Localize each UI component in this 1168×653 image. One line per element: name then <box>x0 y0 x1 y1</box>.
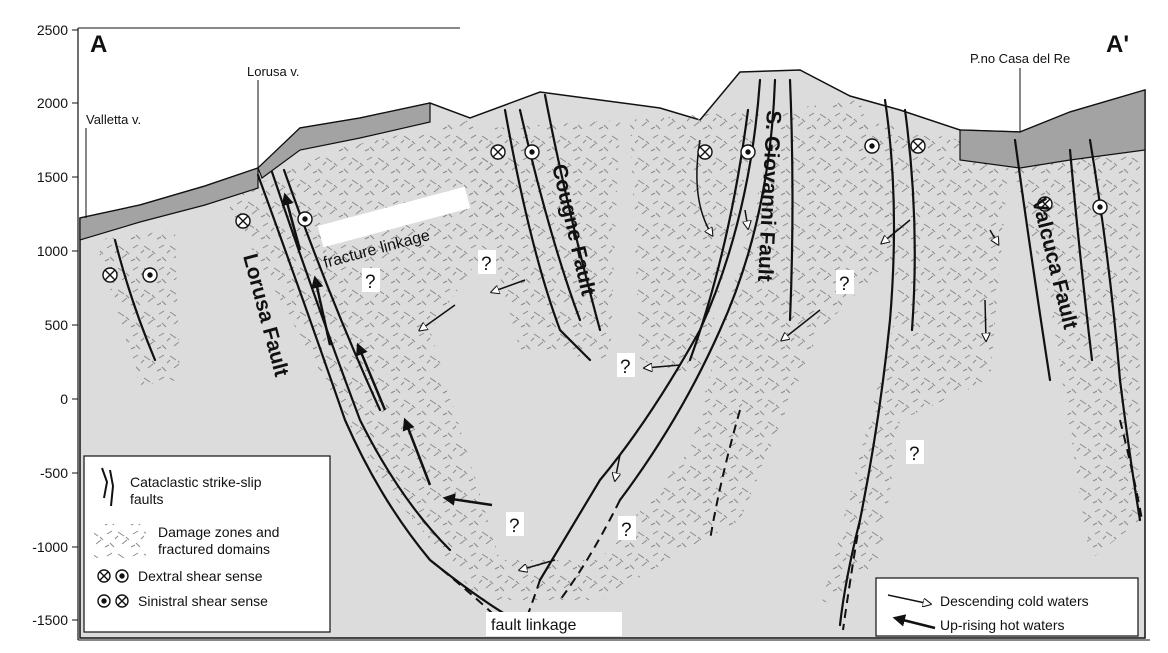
y-tick-label: 2500 <box>37 22 68 38</box>
section-start-label: A <box>90 31 107 58</box>
legend-descending: Descending cold waters <box>940 593 1089 609</box>
place-casa-del-re: P.no Casa del Re <box>970 51 1070 66</box>
question-mark: ? <box>621 520 632 541</box>
y-tick-label: -1500 <box>32 612 68 628</box>
legend-damage-line2: fractured domains <box>158 541 270 557</box>
legend-sinistral: Sinistral shear sense <box>138 593 268 609</box>
legend-left: Cataclastic strike-slip faults Damage zo… <box>84 456 330 632</box>
legend-cataclastic-line1: Cataclastic strike-slip <box>130 474 262 490</box>
legend-dextral: Dextral shear sense <box>138 568 263 584</box>
question-mark: ? <box>509 516 520 537</box>
legend-damage-line1: Damage zones and <box>158 524 279 540</box>
question-mark: ? <box>909 444 920 465</box>
question-mark: ? <box>365 272 376 293</box>
place-lorusa-valley: Lorusa v. <box>247 64 300 79</box>
y-tick-label: 500 <box>45 317 69 333</box>
fault-linkage-label: fault linkage <box>491 617 576 634</box>
question-mark: ? <box>481 254 492 275</box>
legend-right: Descending cold waters Up-rising hot wat… <box>876 578 1138 636</box>
question-mark: ? <box>620 357 631 378</box>
y-tick-label: -1000 <box>32 539 68 555</box>
y-tick-label: 1500 <box>37 169 68 185</box>
question-mark: ? <box>839 274 850 295</box>
y-tick-label: 0 <box>60 391 68 407</box>
y-tick-label: 1000 <box>37 243 68 259</box>
section-end-label: A' <box>1106 31 1129 58</box>
legend-damage-symbol <box>94 524 146 558</box>
y-tick-label: -500 <box>40 465 68 481</box>
place-valletta: Valletta v. <box>86 112 141 127</box>
legend-uprising: Up-rising hot waters <box>940 617 1065 633</box>
legend-cataclastic-line2: faults <box>130 491 163 507</box>
y-tick-label: 2000 <box>37 95 68 111</box>
